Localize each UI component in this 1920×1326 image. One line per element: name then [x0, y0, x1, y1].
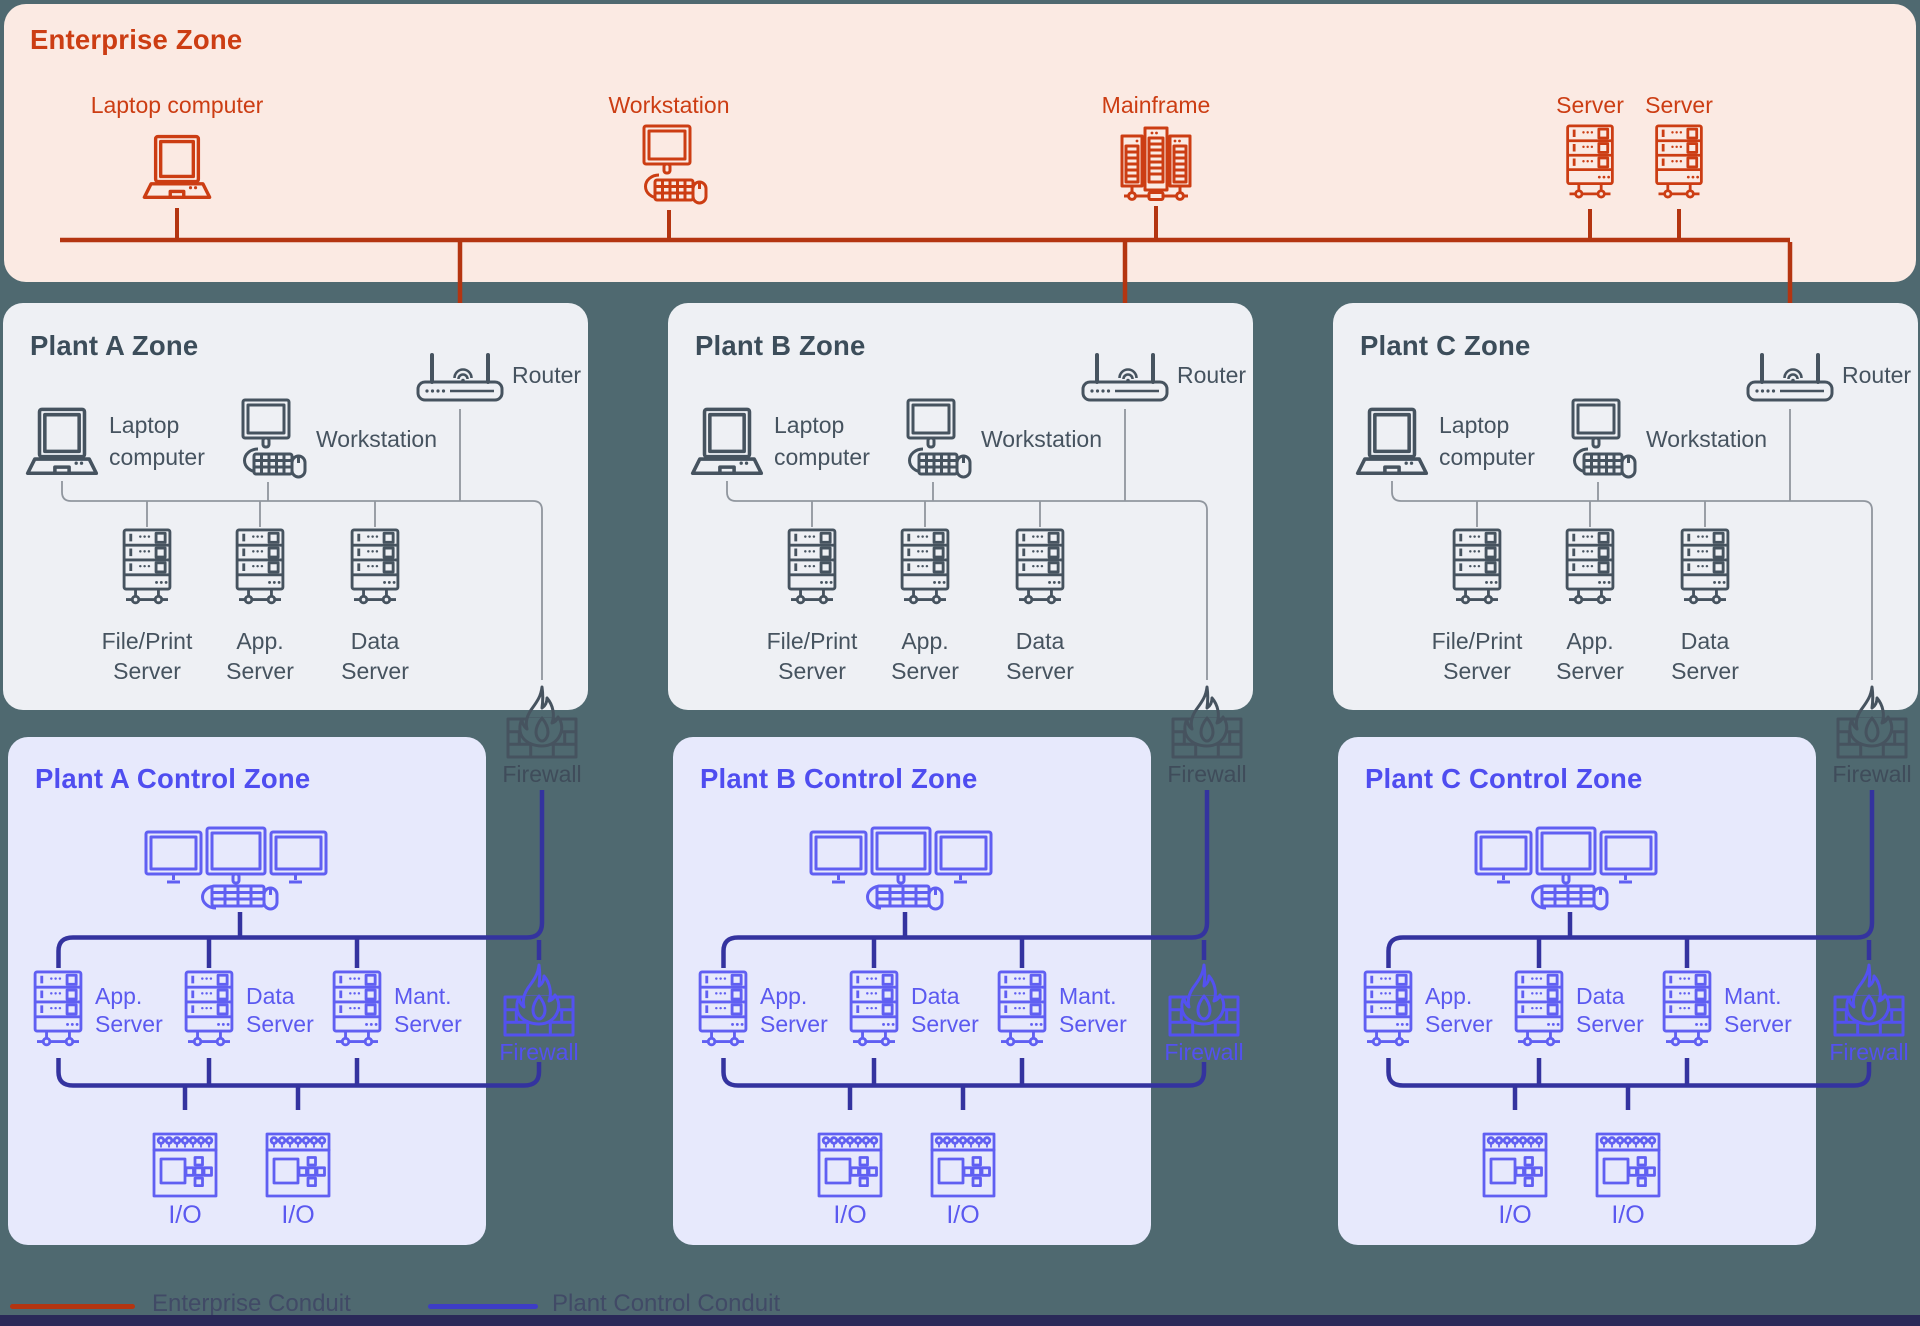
laptop-icon	[1354, 407, 1430, 478]
server-label: Mant. Server	[1724, 983, 1792, 1037]
server-icon	[849, 970, 899, 1054]
firewall-icon	[1171, 684, 1243, 760]
enterprise-conduit-legend-label: Enterprise Conduit	[152, 1290, 351, 1317]
control-zone-title: Plant C Control Zone	[1365, 763, 1643, 794]
laptop-icon	[24, 407, 100, 478]
plant-control-conduit-legend-label: Plant Control Conduit	[552, 1290, 781, 1317]
server-label: App. Server	[1556, 628, 1624, 684]
server-label: App. Server	[891, 628, 959, 684]
workstation-icon	[1558, 398, 1638, 480]
plant-zone-title: Plant A Zone	[30, 330, 199, 361]
laptop-label: Laptop computer	[1439, 412, 1535, 470]
firewall-icon	[506, 684, 578, 760]
server-icon	[1015, 528, 1065, 612]
enterprise-zone-title: Enterprise Zone	[30, 24, 243, 55]
laptop-icon	[689, 407, 765, 478]
server-icon	[33, 970, 83, 1054]
server-label: File/Print Server	[766, 628, 858, 684]
device-label: Server	[1556, 92, 1624, 118]
server-icon	[1565, 528, 1615, 612]
server-icon	[350, 528, 400, 612]
firewall-label: Firewall	[1167, 761, 1247, 787]
firewall-label: Firewall	[1832, 761, 1912, 787]
enterprise-conduit-legend-swatch	[10, 1304, 135, 1309]
server-label: Data Server	[1576, 983, 1644, 1037]
io-label: I/O	[1498, 1201, 1532, 1229]
server-label: App. Server	[95, 983, 163, 1037]
server-icon	[787, 528, 837, 612]
server-label: Mant. Server	[1059, 983, 1127, 1037]
server-label: File/Print Server	[101, 628, 193, 684]
router-icon	[416, 347, 504, 405]
server-icon	[900, 528, 950, 612]
server-label: Data Server	[1671, 628, 1739, 684]
plant-control-conduit-legend-swatch	[428, 1304, 538, 1309]
server-label: File/Print Server	[1431, 628, 1523, 684]
workstation-icon	[228, 398, 308, 480]
server-label: App. Server	[760, 983, 828, 1037]
server-label: Data Server	[911, 983, 979, 1037]
plant-zone-title: Plant C Zone	[1360, 330, 1531, 361]
io-label: I/O	[1611, 1201, 1645, 1229]
server-icon	[1514, 970, 1564, 1054]
router-label: Router	[1842, 362, 1912, 388]
io-module-icon	[1482, 1132, 1548, 1198]
io-label: I/O	[168, 1201, 202, 1229]
firewall-icon	[1836, 684, 1908, 760]
router-icon	[1081, 347, 1169, 405]
io-module-icon	[1595, 1132, 1661, 1198]
server-label: App. Server	[226, 628, 294, 684]
io-module-icon	[265, 1132, 331, 1198]
io-label: I/O	[281, 1201, 315, 1229]
io-label: I/O	[833, 1201, 867, 1229]
workstation-label: Workstation	[316, 426, 438, 452]
router-label: Router	[512, 362, 582, 388]
io-module-icon	[817, 1132, 883, 1198]
hmi-workstation-icon	[1474, 824, 1666, 912]
plant-column-b: Plant B Zone Router Laptop computer Work…	[668, 0, 1260, 1326]
server-icon	[1452, 528, 1502, 612]
hmi-workstation-icon	[809, 824, 1001, 912]
firewall-label: Firewall	[1829, 1039, 1909, 1065]
server-icon	[235, 528, 285, 612]
server-label: Mant. Server	[394, 983, 462, 1037]
server-icon	[122, 528, 172, 612]
firewall-icon	[1168, 962, 1240, 1038]
plant-column-a: Plant A Zone Router Laptop computer Work…	[3, 0, 595, 1326]
device-label: Workstation	[608, 92, 730, 118]
firewall-label: Firewall	[499, 1039, 579, 1065]
firewall-icon	[503, 962, 575, 1038]
io-module-icon	[152, 1132, 218, 1198]
laptop-label: Laptop computer	[109, 412, 205, 470]
server-label: Data Server	[1006, 628, 1074, 684]
io-label: I/O	[946, 1201, 980, 1229]
server-label: App. Server	[1425, 983, 1493, 1037]
server-icon	[1680, 528, 1730, 612]
server-icon	[698, 970, 748, 1054]
control-zone-title: Plant B Control Zone	[700, 763, 978, 794]
bottom-strip	[0, 1315, 1920, 1326]
firewall-icon	[1833, 962, 1905, 1038]
plant-zone-title: Plant B Zone	[695, 330, 866, 361]
workstation-icon	[893, 398, 973, 480]
laptop-label: Laptop computer	[774, 412, 870, 470]
router-icon	[1746, 347, 1834, 405]
hmi-workstation-icon	[144, 824, 336, 912]
server-icon	[1363, 970, 1413, 1054]
server-label: Data Server	[341, 628, 409, 684]
plant-column-c: Plant C Zone Router Laptop computer Work…	[1333, 0, 1920, 1326]
device-label: Laptop computer	[90, 92, 264, 118]
io-module-icon	[930, 1132, 996, 1198]
workstation-label: Workstation	[981, 426, 1103, 452]
server-label: Data Server	[246, 983, 314, 1037]
device-label: Mainframe	[1101, 92, 1211, 118]
server-icon	[184, 970, 234, 1054]
workstation-label: Workstation	[1646, 426, 1768, 452]
firewall-label: Firewall	[502, 761, 582, 787]
firewall-label: Firewall	[1164, 1039, 1244, 1065]
control-zone-title: Plant A Control Zone	[35, 763, 311, 794]
device-label: Server	[1645, 92, 1713, 118]
router-label: Router	[1177, 362, 1247, 388]
